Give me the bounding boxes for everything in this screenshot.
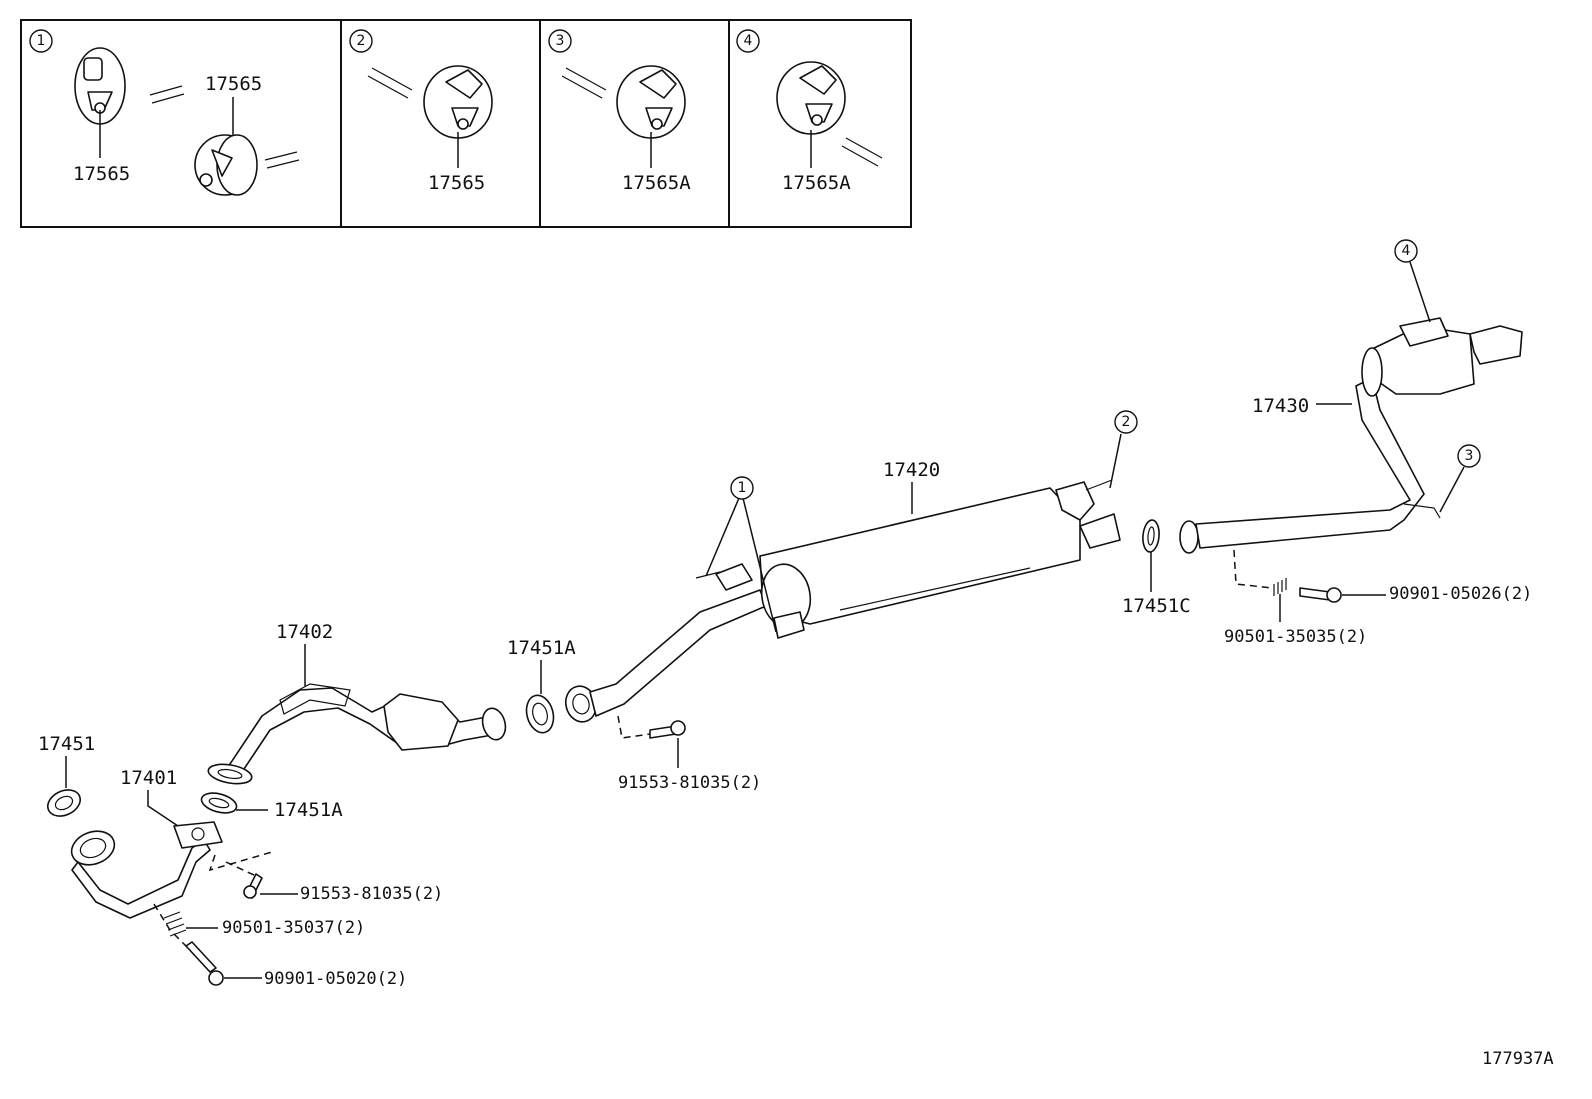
callout-marker-1: 1 [730, 476, 754, 500]
bracket-rod-icon [561, 67, 607, 99]
part-label-91553-81035: 91553-81035(2) [300, 884, 443, 904]
part-label-17451a: 17451A [507, 637, 576, 659]
part-label: 17565 [73, 163, 130, 185]
inset-panel: 1 17565 17565 [20, 19, 912, 228]
bolt-icon [185, 941, 224, 986]
part-label-90901-05020: 90901-05020(2) [264, 969, 407, 989]
bracket-rod-icon [367, 67, 413, 99]
inset-number: 1 [37, 33, 46, 49]
callout-number: 2 [1122, 414, 1131, 430]
gasket-ring [1142, 519, 1160, 553]
callout-marker-4: 4 [1394, 239, 1418, 263]
bolt-icon [649, 720, 686, 739]
callout-number: 4 [1402, 243, 1411, 259]
center-muffler [564, 479, 1121, 723]
inset-1: 1 17565 17565 [29, 29, 300, 196]
part-label: 17565A [622, 172, 691, 194]
callout-marker-3: 3 [1457, 444, 1481, 468]
gasket-ring [525, 694, 555, 734]
part-label: 17565 [205, 73, 262, 95]
part-label-17402: 17402 [276, 621, 333, 643]
inset-number: 4 [744, 33, 753, 49]
callout-number: 1 [738, 480, 747, 496]
bracket-rod-icon [841, 137, 883, 167]
inset-number: 3 [556, 33, 565, 49]
part-label-90501-35037: 90501-35037(2) [222, 918, 365, 938]
part-label-17420: 17420 [883, 459, 940, 481]
part-label-90501-35035: 90501-35035(2) [1224, 627, 1367, 647]
callout-marker-2: 2 [1114, 410, 1138, 434]
part-label-91553-81035: 91553-81035(2) [618, 773, 761, 793]
rubber-hanger-icon [776, 61, 846, 135]
front-exhaust-pipe [70, 821, 223, 919]
callout-number: 3 [1465, 448, 1474, 464]
inset-number-marker [736, 29, 760, 53]
rubber-hanger-icon [194, 134, 258, 196]
part-label: 17565A [782, 172, 851, 194]
rubber-hanger-icon [616, 65, 686, 139]
rubber-hanger-icon [423, 65, 493, 139]
inset-number-marker [29, 29, 53, 53]
bolt-icon [1299, 587, 1342, 603]
assembly-line [617, 715, 651, 739]
assembly-line [153, 903, 191, 951]
part-label-90901-05026: 90901-05026(2) [1389, 584, 1532, 604]
leader-lines [65, 261, 1465, 979]
inset-number-marker [349, 29, 373, 53]
inset-3: 3 17565A [548, 29, 691, 194]
part-label: 17565 [428, 172, 485, 194]
catalytic-converter-pipe [207, 683, 507, 785]
spring-icon [163, 911, 187, 937]
part-label-17451: 17451 [38, 733, 95, 755]
inset-4: 4 17565A [736, 29, 883, 194]
gasket-ring [46, 789, 82, 817]
inset-number-marker [548, 29, 572, 53]
inset-number: 2 [357, 33, 366, 49]
inset-2: 2 17565 [349, 29, 493, 194]
part-label-17451a: 17451A [274, 799, 343, 821]
part-label-17430: 17430 [1252, 395, 1309, 417]
bolt-icon [243, 873, 263, 899]
part-label-17401: 17401 [120, 767, 177, 789]
gasket-ring [200, 792, 238, 814]
assembly-line [208, 851, 273, 877]
inset-frame [20, 19, 912, 228]
assembly-line [1233, 549, 1273, 589]
diagram-id: 177937A [1482, 1049, 1554, 1069]
bracket-rod-icon [149, 85, 300, 169]
tail-pipe-muffler [1179, 317, 1523, 554]
part-label-17451c: 17451C [1122, 595, 1191, 617]
spring-icon [1273, 578, 1287, 596]
